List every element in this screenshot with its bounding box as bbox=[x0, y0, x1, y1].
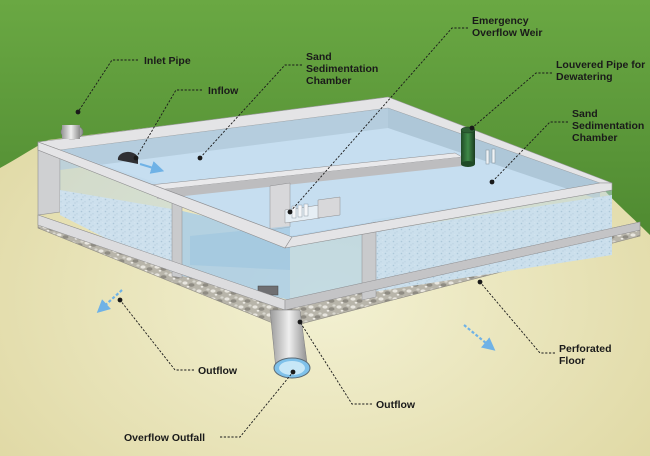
label-perforated-floor: Perforated Floor bbox=[559, 343, 614, 367]
inlet-pipe bbox=[60, 124, 84, 140]
label-overflow-outfall: Overflow Outfall bbox=[124, 432, 205, 444]
weir-louvres bbox=[291, 203, 309, 219]
leader-lines bbox=[77, 27, 568, 438]
inner-divider-face bbox=[157, 157, 462, 199]
inflow-arrow bbox=[139, 161, 165, 174]
right-chamber-water bbox=[372, 183, 612, 292]
outflow-arrow-right bbox=[463, 324, 496, 351]
label-inflow: Inflow bbox=[208, 85, 239, 97]
label-outflow-left: Outflow bbox=[198, 365, 238, 377]
louvered-pipe bbox=[460, 126, 476, 167]
label-inlet-pipe: Inlet Pipe bbox=[144, 55, 191, 67]
back-wall-left-face bbox=[60, 108, 388, 170]
dewatering-slots bbox=[485, 148, 496, 165]
leader-dots bbox=[75, 109, 495, 375]
front-left-water bbox=[60, 150, 178, 275]
grass bbox=[0, 0, 650, 235]
cross-wall-right bbox=[317, 196, 341, 219]
label-emergency-overflow-weir: Emergency Overflow Weir bbox=[472, 15, 542, 39]
slab-right bbox=[284, 221, 641, 311]
label-sand-chamber-left: Sand Sedimentation Chamber bbox=[306, 51, 381, 87]
label-outflow-right: Outflow bbox=[376, 399, 416, 411]
label-louvered-pipe: Louvered Pipe for Dewatering bbox=[556, 59, 648, 83]
label-sand-chamber-right: Sand Sedimentation Chamber bbox=[572, 108, 647, 144]
overflow-outfall-pipe bbox=[269, 309, 311, 379]
inflow-opening bbox=[117, 151, 138, 164]
front-rim-right bbox=[284, 182, 613, 249]
